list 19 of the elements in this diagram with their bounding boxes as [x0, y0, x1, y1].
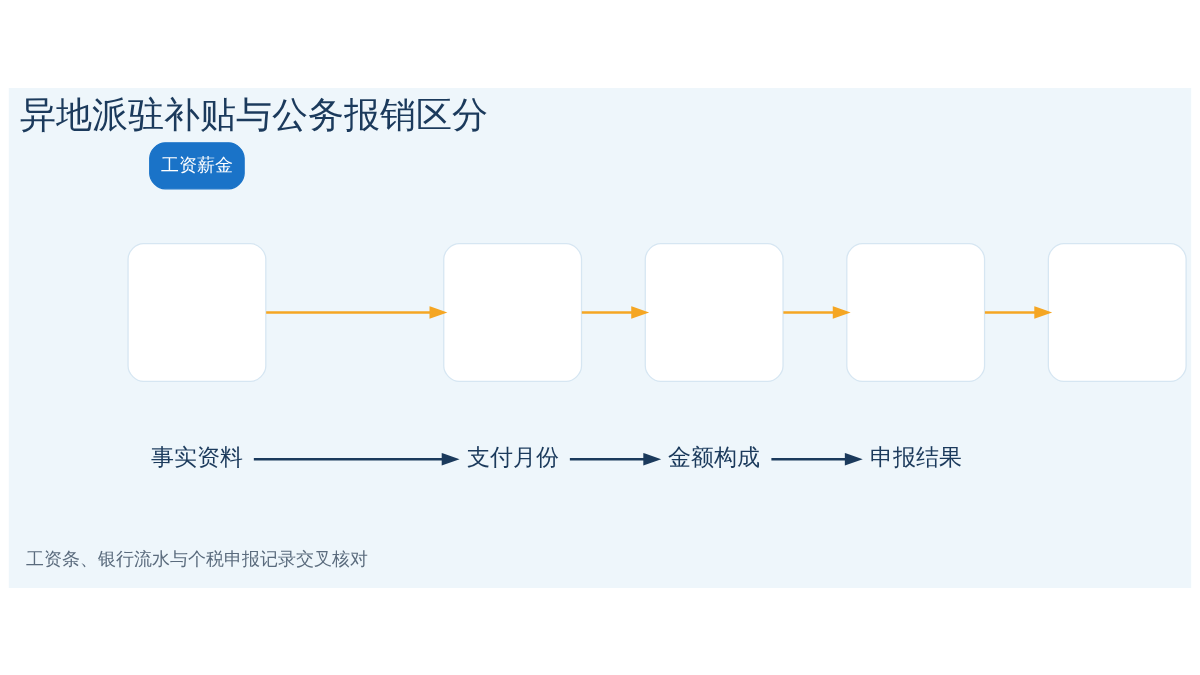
label: 工资薪金	[160, 153, 233, 175]
node-text: 申报结果	[869, 443, 962, 470]
arrow	[253, 452, 460, 465]
node-box	[644, 242, 784, 382]
arrow	[984, 305, 1053, 319]
node-box	[443, 242, 583, 382]
node-text: 金额构成	[668, 443, 761, 470]
caption: 工资条、银行流水与个税申报记录交叉核对	[25, 547, 368, 569]
arrow	[581, 305, 650, 319]
node-box	[127, 242, 267, 382]
arrow	[771, 452, 863, 465]
node-box	[1047, 242, 1187, 382]
node-text: 支付月份	[466, 443, 559, 470]
arrow	[783, 305, 851, 319]
diagram-title: 异地派驻补贴与公务报销区分	[20, 93, 489, 135]
node-box	[846, 242, 986, 382]
node-text: 事实资料	[150, 443, 243, 470]
arrow	[569, 452, 662, 465]
arrow	[266, 305, 448, 319]
